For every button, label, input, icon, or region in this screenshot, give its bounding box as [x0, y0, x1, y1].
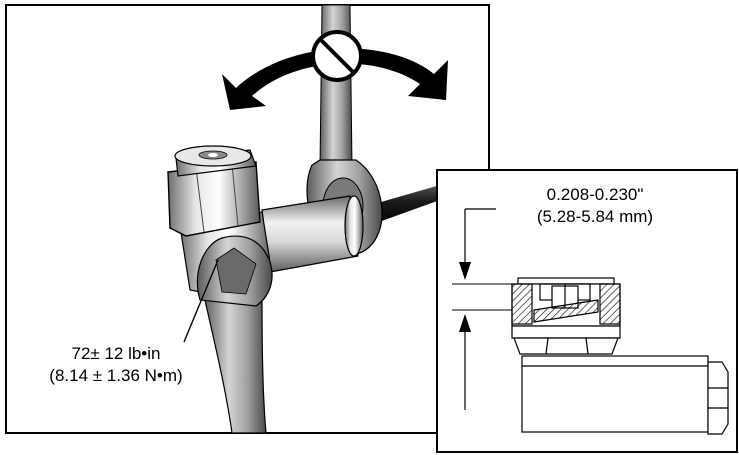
gap-dimension-metric: (5.28-5.84 mm): [536, 207, 654, 226]
curved-double-arrow-icon: [222, 48, 448, 110]
prohibited-icon: [311, 30, 363, 82]
bottom-wrench: [196, 235, 273, 434]
torque-spec-metric: (8.14 ± 1.36 N•m): [49, 366, 183, 385]
gap-dimension-label: 0.208-0.230" (5.28-5.84 mm): [500, 184, 690, 228]
torque-spec-label: 72± 12 lb•in (8.14 ± 1.36 N•m): [6, 343, 226, 387]
torque-leader-line: [183, 259, 219, 343]
gap-dimension-arrows: [452, 208, 518, 410]
connector-cross-section: [511, 277, 729, 435]
connector-nut: [167, 145, 261, 237]
connector-body: [261, 195, 364, 273]
torque-spec-imperial: 72± 12 lb•in: [71, 344, 161, 363]
gap-dimension-imperial: 0.208-0.230": [546, 185, 644, 204]
